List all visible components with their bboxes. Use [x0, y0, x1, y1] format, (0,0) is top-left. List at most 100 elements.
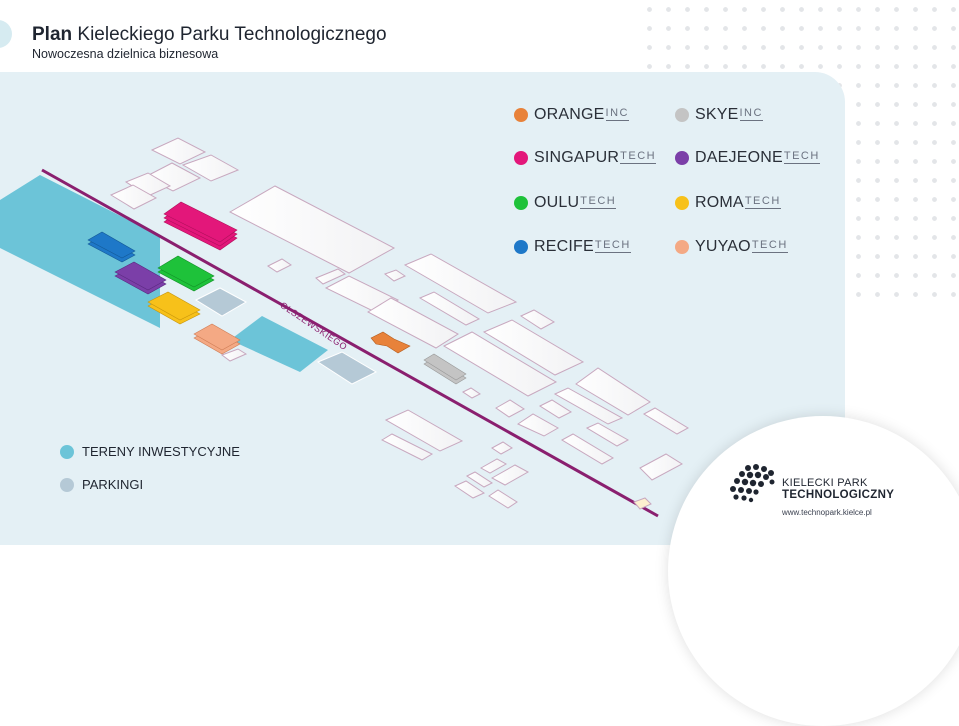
building-roma[interactable] — [147, 291, 201, 325]
legend-name: RECIFE — [534, 238, 594, 255]
decorative-circle — [0, 20, 12, 48]
building[interactable] — [453, 480, 486, 499]
page-subtitle: Nowoczesna dzielnica biznesowa — [32, 47, 219, 61]
investment-land-west[interactable] — [0, 175, 160, 328]
legend-dot — [675, 108, 689, 122]
parking-lot-2[interactable] — [316, 351, 378, 385]
legend-suffix: TECH — [620, 150, 657, 164]
legend-name: ORANGE — [534, 106, 605, 123]
building[interactable] — [491, 441, 513, 455]
logo-line1: KIELECKI PARK — [782, 477, 868, 489]
building[interactable] — [462, 387, 481, 399]
logo-url[interactable]: www.technopark.kielce.pl — [782, 508, 872, 517]
legend-name: SKYE — [695, 106, 739, 123]
legend-name: ROMA — [695, 194, 744, 211]
legend-dot — [675, 240, 689, 254]
header: Plan Kieleckiego Parku Technologicznego … — [32, 24, 387, 62]
building[interactable] — [639, 453, 683, 481]
building[interactable] — [642, 407, 690, 435]
legend-name: YUYAO — [695, 238, 751, 255]
legend-label: TERENY INWESTYCYJNE — [82, 444, 240, 459]
building[interactable] — [560, 433, 615, 465]
building[interactable] — [479, 458, 508, 474]
legend-daejeone[interactable]: DAEJEONE TECH — [675, 149, 820, 167]
building[interactable] — [324, 275, 400, 313]
building[interactable] — [488, 489, 518, 509]
building[interactable] — [575, 367, 651, 416]
logo-line2: TECHNOLOGICZNY — [782, 489, 895, 501]
building[interactable] — [495, 399, 525, 418]
technopark-logo-icon — [730, 464, 775, 503]
legend-yuyao[interactable]: YUYAO TECH — [675, 238, 788, 256]
legend-recife[interactable]: RECIFE TECH — [514, 238, 631, 256]
legend-dot — [675, 151, 689, 165]
building[interactable] — [403, 253, 518, 314]
legend-parking: PARKINGI — [60, 477, 143, 492]
logo-badge — [668, 416, 959, 726]
park-map — [0, 137, 690, 518]
building[interactable] — [383, 269, 407, 282]
company-buildings — [87, 201, 467, 385]
legend-singapur[interactable]: SINGAPUR TECH — [514, 149, 657, 167]
legend-dot — [514, 240, 528, 254]
building[interactable] — [538, 399, 573, 419]
legend-suffix: TECH — [744, 195, 781, 209]
building[interactable] — [267, 258, 292, 273]
building[interactable] — [366, 297, 459, 349]
building[interactable] — [418, 291, 481, 326]
building[interactable] — [228, 185, 396, 274]
building[interactable] — [465, 471, 494, 488]
legend-dot — [675, 196, 689, 210]
legend-suffix: TECH — [751, 239, 788, 253]
parking-lot-1[interactable] — [194, 287, 248, 317]
building[interactable] — [442, 331, 558, 397]
legend-skye[interactable]: SKYE INC — [675, 106, 763, 124]
building[interactable] — [380, 433, 434, 461]
building[interactable] — [109, 184, 158, 210]
building[interactable] — [384, 409, 464, 452]
legend-roma[interactable]: ROMA TECH — [675, 194, 781, 212]
road-olszewskiego — [41, 168, 659, 518]
building-orange[interactable] — [370, 331, 411, 354]
page-title: Plan Kieleckiego Parku Technologicznego — [32, 24, 387, 46]
building[interactable] — [516, 413, 560, 437]
legend-suffix: TECH — [783, 150, 820, 164]
building-daejeone[interactable] — [114, 261, 167, 295]
building[interactable] — [150, 137, 207, 165]
title-rest: Kieleckiego Parku Technologicznego — [77, 24, 387, 45]
title-bold: Plan — [32, 24, 73, 45]
building[interactable] — [553, 387, 624, 425]
legend-name: SINGAPUR — [534, 149, 620, 166]
legend-suffix: TECH — [594, 239, 631, 253]
building[interactable] — [482, 319, 585, 376]
legend-name: DAEJEONE — [695, 149, 783, 166]
building[interactable] — [220, 348, 248, 362]
building[interactable] — [490, 464, 530, 486]
legend-oulu[interactable]: OULU TECH — [514, 194, 617, 212]
legend-investment-land: TERENY INWESTYCYJNE — [60, 444, 240, 459]
building-skye[interactable] — [423, 353, 467, 385]
legend-dot — [514, 151, 528, 165]
legend-suffix: INC — [739, 107, 763, 121]
building[interactable] — [519, 309, 556, 330]
legend-swatch — [60, 477, 74, 492]
building[interactable] — [315, 268, 346, 285]
legend-orange[interactable]: ORANGE INC — [514, 106, 629, 124]
legend-label: PARKINGI — [82, 477, 144, 492]
legend-suffix: TECH — [580, 195, 617, 209]
legend-dot — [514, 108, 528, 122]
building-yuyao[interactable] — [193, 323, 241, 355]
building-oulu[interactable] — [157, 255, 215, 292]
legend-suffix: INC — [605, 107, 629, 121]
building-singapur[interactable] — [163, 201, 238, 251]
building[interactable] — [633, 497, 652, 510]
buildings — [109, 137, 690, 510]
legend-dot — [514, 196, 528, 210]
building-recife[interactable] — [87, 231, 136, 263]
building[interactable] — [585, 422, 630, 447]
logo-wordmark: KIELECKI PARK TECHNOLOGICZNY — [782, 477, 894, 502]
legend-name: OULU — [534, 194, 580, 211]
legend-swatch — [60, 444, 74, 459]
building[interactable] — [181, 154, 240, 182]
investment-land-central[interactable] — [230, 316, 328, 372]
